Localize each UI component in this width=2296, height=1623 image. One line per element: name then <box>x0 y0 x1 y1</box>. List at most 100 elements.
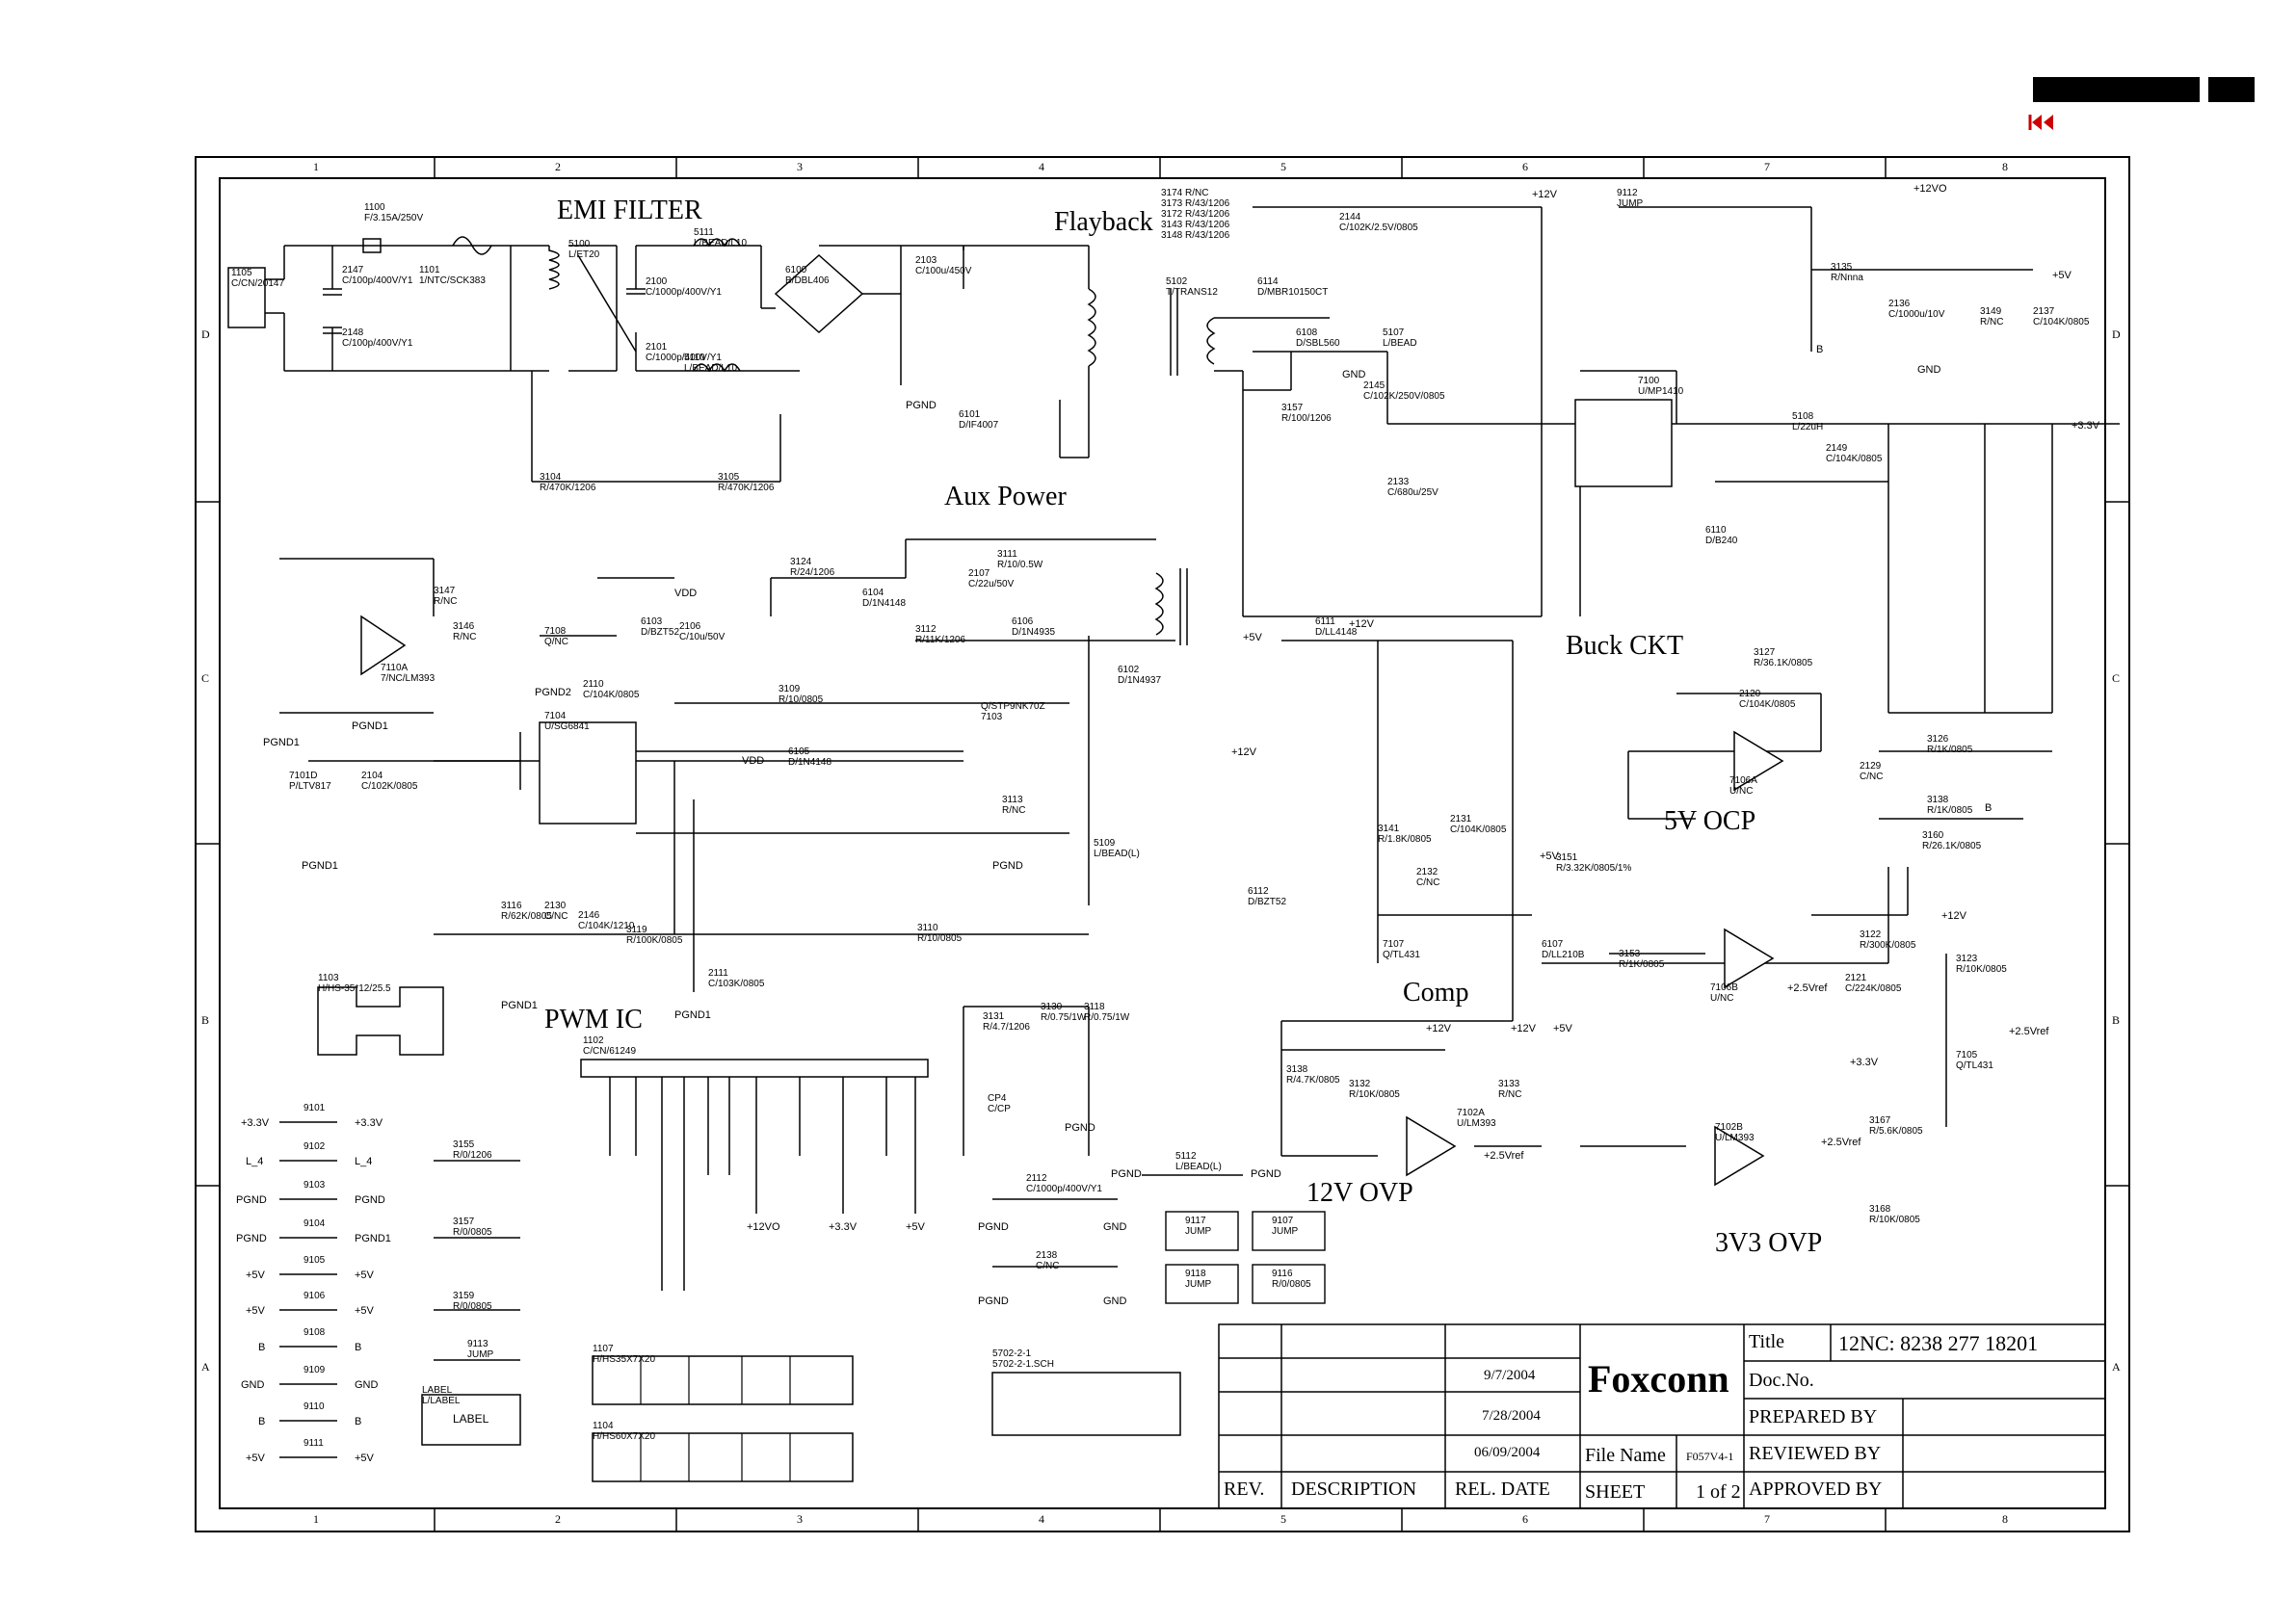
sheet-value: 1 of 2 <box>1696 1481 1741 1503</box>
bead-5111: 5111 L/BEAD/L10 <box>694 227 748 249</box>
net-pgnd-2112: PGND <box>978 1221 1009 1233</box>
diode-6111: 6111 D/LL4148 <box>1315 616 1358 638</box>
section-5v-ocp: 5V OCP <box>1664 806 1756 836</box>
diode-6105: 6105 D/1N4148 <box>788 746 832 768</box>
res-9116: 9116 R/0/0805 <box>1272 1269 1311 1290</box>
buck-ic-7100: 7100 U/MP1410 <box>1638 376 1684 397</box>
res-3149: 3149 R/NC <box>1980 306 2004 327</box>
res-3168: 3168 R/10K/0805 <box>1869 1204 1920 1225</box>
zener-6112: 6112 D/BZT52 <box>1248 886 1287 907</box>
rewind-icon[interactable] <box>2027 112 2056 133</box>
col-label-2-bottom: 2 <box>555 1512 561 1526</box>
net-b-ocp: B <box>1985 802 1993 814</box>
res-3157: 3157 R/100/1206 <box>1281 403 1332 424</box>
cap-2149: 2149 C/104K/0805 <box>1826 443 1883 464</box>
net-2v5ref-a: +2.5Vref <box>2009 1026 2049 1037</box>
bead-5109: 5109 L/BEAD(L) <box>1094 838 1140 859</box>
filename-value: F057V4-1 <box>1686 1450 1734 1463</box>
col-label-6: 6 <box>1522 160 1528 173</box>
cap-2130: 2130 C/NC <box>544 901 568 922</box>
net-gnd-5v: GND <box>1917 364 1941 376</box>
row-label-a: A <box>201 1360 210 1374</box>
row-label-b: B <box>201 1013 210 1027</box>
jumper-9105-right: +5V <box>355 1270 374 1281</box>
comp-7102a: 7102A U/LM393 <box>1457 1108 1496 1129</box>
diode-6102: 6102 D/1N4937 <box>1118 665 1162 686</box>
res-3118: 3118 R/0.75/1W <box>1084 1002 1130 1023</box>
pwm-ic-body <box>539 721 637 825</box>
connector-1102-label: 1102 C/CN/61249 <box>583 1035 637 1057</box>
date-3: 06/09/2004 <box>1474 1445 1541 1460</box>
cap-2136: 2136 C/1000u/10V <box>1888 299 1945 320</box>
emi-filter-wiring <box>227 236 964 483</box>
title-block-grid <box>1218 1323 2106 1509</box>
opamp-7106b: 7106B U/NC <box>1710 982 1738 1004</box>
heatsink-1107 <box>592 1355 854 1405</box>
cap-2133: 2133 C/680u/25V <box>1387 477 1438 498</box>
diode-6110: 6110 D/B240 <box>1705 525 1738 546</box>
net-5v-comp: +5V <box>1540 851 1559 862</box>
cap-2106: 2106 C/10u/50V <box>679 621 726 642</box>
diode-6104: 6104 D/1N4148 <box>862 588 907 609</box>
net-3v3-ovp: +3.3V <box>1850 1057 1879 1068</box>
net-pgnd1-a: PGND1 <box>352 720 388 732</box>
res-3130: 3130 R/0.75/1W <box>1041 1002 1087 1023</box>
cap-2138: 2138 C/NC <box>1036 1250 1060 1271</box>
res-3116: 3116 R/62K/0805 <box>501 901 552 922</box>
net-vdd-aux: VDD <box>674 588 698 599</box>
col-label-4-bottom: 4 <box>1039 1512 1044 1526</box>
jumper-9104-ref: 9104 <box>303 1218 326 1229</box>
cap-2120: 2120 C/104K/0805 <box>1739 689 1796 710</box>
outer-frame <box>195 156 2130 1532</box>
net-5v-ovp: +5V <box>1553 1023 1572 1034</box>
cap-2129: 2129 C/NC <box>1860 761 1884 782</box>
section-3v3-ovp: 3V3 OVP <box>1715 1228 1823 1258</box>
net-12v-ocp: +12V <box>1941 910 1966 922</box>
section-flyback: Flayback <box>1054 207 1153 237</box>
tl431-7107: 7107 Q/TL431 <box>1383 939 1420 960</box>
net-gnd-fb: GND <box>1342 369 1366 380</box>
label-ref: LABEL L/LABEL <box>422 1385 461 1406</box>
net-12v-ovp-b: +12V <box>1511 1023 1536 1034</box>
description-label: DESCRIPTION <box>1291 1479 1417 1500</box>
res-3124: 3124 R/24/1206 <box>790 557 835 578</box>
net-b-top: B <box>1816 344 1824 355</box>
jump-9112: 9112 JUMP <box>1617 188 1644 209</box>
jump-9118: 9118 JUMP <box>1185 1269 1212 1290</box>
net-3v3-conn: +3.3V <box>829 1221 858 1233</box>
res-3138: 3138 R/1K/0805 <box>1927 795 1973 816</box>
heatsink-1104 <box>592 1432 854 1482</box>
heatsink-1104-label: 1104 H/HS60X7X20 <box>593 1421 656 1442</box>
jumper-9101-right: +3.3V <box>355 1117 383 1129</box>
jumper-9106-left: +5V <box>246 1305 265 1317</box>
ruler-ticks <box>196 157 2129 1531</box>
cap-2121: 2121 C/224K/0805 <box>1845 973 1902 994</box>
res-3135: 3135 R/Nnna <box>1831 262 1863 283</box>
col-label-3-bottom: 3 <box>797 1512 803 1526</box>
row-label-c: C <box>201 671 210 685</box>
net-12v-ovp: +12V <box>1426 1023 1451 1034</box>
rel-date-label: REL. DATE <box>1455 1479 1550 1500</box>
header-bar-short <box>2208 77 2255 102</box>
cap-2137: 2137 C/104K/0805 <box>2033 306 2090 327</box>
control-wiring <box>1280 640 2052 1157</box>
cap-2147: 2147 C/100p/400V/Y1 <box>342 265 413 286</box>
jumper-9105-ref: 9105 <box>303 1255 326 1266</box>
diode-6108: 6108 D/SBL560 <box>1296 327 1340 349</box>
net-gnd-2138: GND <box>1103 1296 1127 1307</box>
res-3153: 3153 R/1K/0805 <box>1619 949 1665 970</box>
col-label-8-bottom: 8 <box>2002 1512 2008 1526</box>
header-bar-long <box>2033 77 2200 102</box>
jumper-9110-ref: 9110 <box>303 1401 325 1412</box>
section-emi-filter: EMI FILTER <box>557 196 702 225</box>
comp-7102b: 7102B U/LM393 <box>1715 1122 1755 1143</box>
section-comp: Comp <box>1403 978 1469 1008</box>
diode-6107: 6107 D/LL210B <box>1542 939 1585 960</box>
diode-6101: 6101 D/IF4007 <box>959 409 999 431</box>
jumper-9106-ref: 9106 <box>303 1291 326 1301</box>
mosfet-7103: Q/STP9NK70Z 7103 <box>981 701 1045 722</box>
cap-2100: 2100 C/1000p/400V/Y1 <box>646 276 722 298</box>
net-pgnd-sense: PGND <box>1065 1122 1095 1134</box>
jumper-9104-left: PGND <box>236 1233 267 1244</box>
jumper-9101-left: +3.3V <box>241 1117 270 1129</box>
